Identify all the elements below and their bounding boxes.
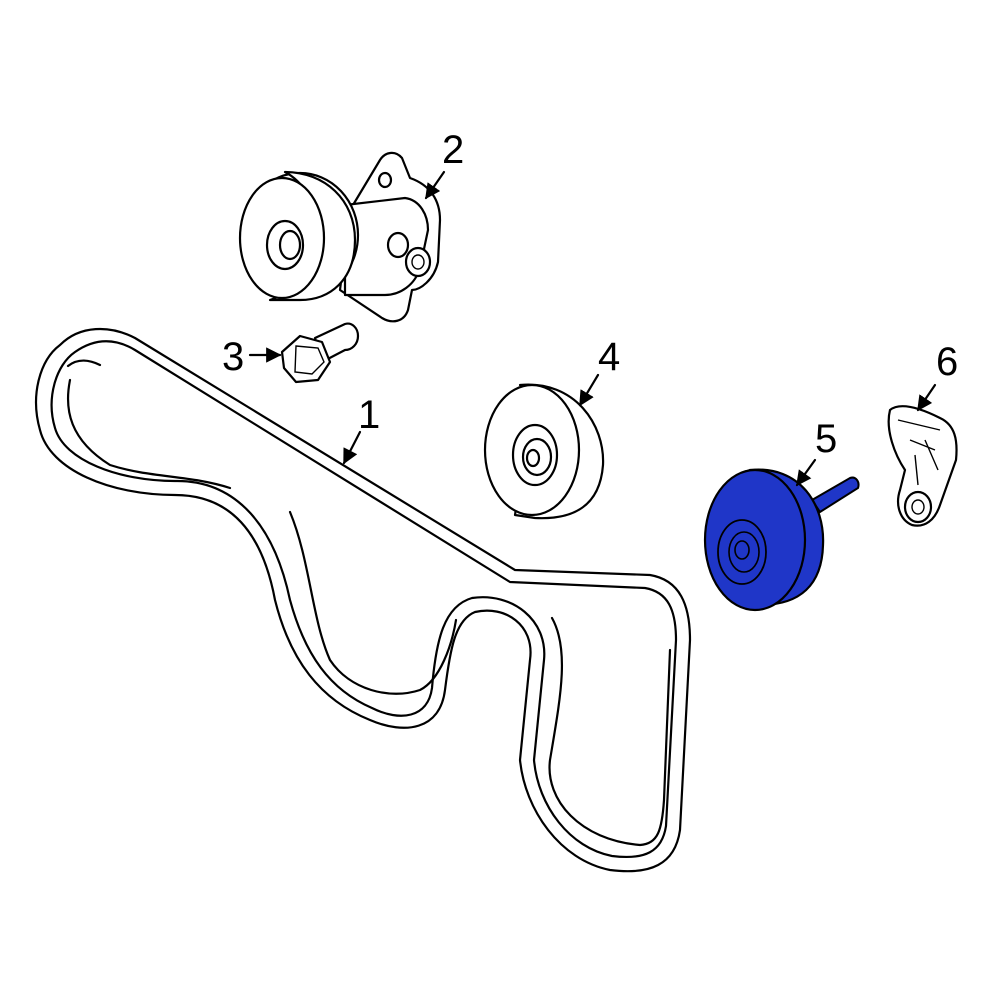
- bolt[interactable]: [280, 322, 360, 384]
- callout-1: 1: [358, 393, 380, 437]
- leader-5: [795, 458, 817, 487]
- serpentine-belt[interactable]: [35, 327, 692, 873]
- belt-tensioner-assembly[interactable]: [238, 151, 442, 323]
- callout-5: 5: [815, 417, 837, 461]
- callout-4: 4: [598, 335, 620, 379]
- leader-2: [424, 170, 446, 200]
- idler-pulley-highlighted[interactable]: [703, 468, 860, 612]
- callout-6: 6: [936, 340, 958, 384]
- callout-2: 2: [442, 128, 464, 172]
- bracket[interactable]: [887, 405, 958, 527]
- leader-lines: [248, 170, 937, 487]
- leader-4: [578, 373, 600, 407]
- idler-pulley[interactable]: [483, 383, 605, 520]
- callout-3: 3: [222, 335, 244, 379]
- leader-6: [916, 383, 937, 412]
- leader-1: [342, 430, 362, 465]
